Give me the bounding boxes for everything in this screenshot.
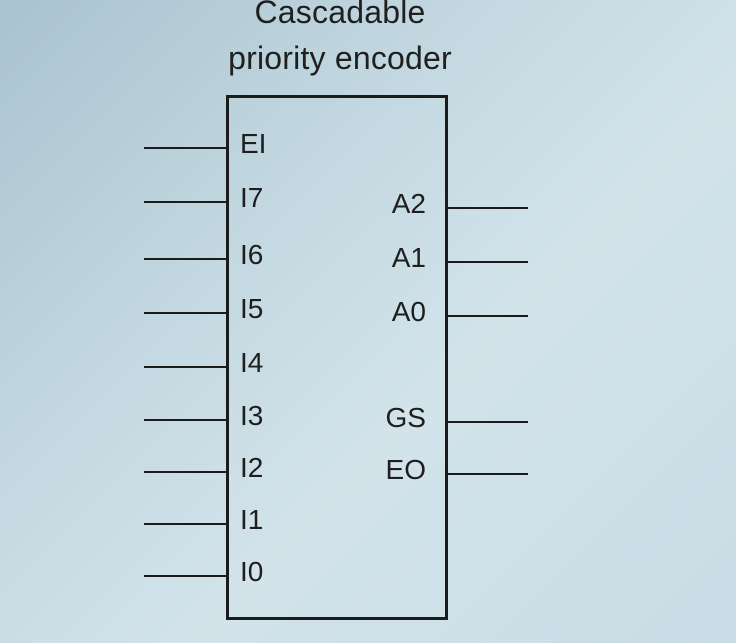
pin-lead-i3	[144, 419, 226, 421]
pin-label-ei: EI	[240, 128, 267, 159]
pin-lead-a1	[448, 261, 528, 263]
pin-lead-gs	[448, 421, 528, 423]
pin-label-a2: A2	[391, 188, 426, 219]
pin-label-i6: I6	[240, 239, 264, 270]
pin-label-eo: EO	[385, 454, 426, 485]
pin-label-i3: I3	[240, 400, 264, 431]
pin-label-i2: I2	[240, 452, 264, 483]
pin-label-i5: I5	[240, 293, 264, 324]
pin-lead-i4	[144, 366, 226, 368]
title-line-2: priority encoder	[228, 40, 452, 76]
pin-label-i1: I1	[240, 504, 264, 535]
pin-label-a0: A0	[391, 296, 426, 327]
pin-lead-i1	[144, 523, 226, 525]
pin-lead-a2	[448, 207, 528, 209]
pin-lead-a0	[448, 315, 528, 317]
pin-label-gs: GS	[385, 402, 426, 433]
pin-label-i0: I0	[240, 556, 264, 587]
pin-lead-i7	[144, 201, 226, 203]
pin-lead-i2	[144, 471, 226, 473]
pin-label-i4: I4	[240, 347, 264, 378]
pin-lead-eo	[448, 473, 528, 475]
pin-label-i7: I7	[240, 182, 264, 213]
pin-lead-i6	[144, 258, 226, 260]
pin-lead-ei	[144, 147, 226, 149]
title-line-1: Cascadable	[254, 0, 426, 30]
pin-label-a1: A1	[391, 242, 426, 273]
encoder-block	[226, 95, 448, 620]
pin-lead-i5	[144, 312, 226, 314]
pin-lead-i0	[144, 575, 226, 577]
